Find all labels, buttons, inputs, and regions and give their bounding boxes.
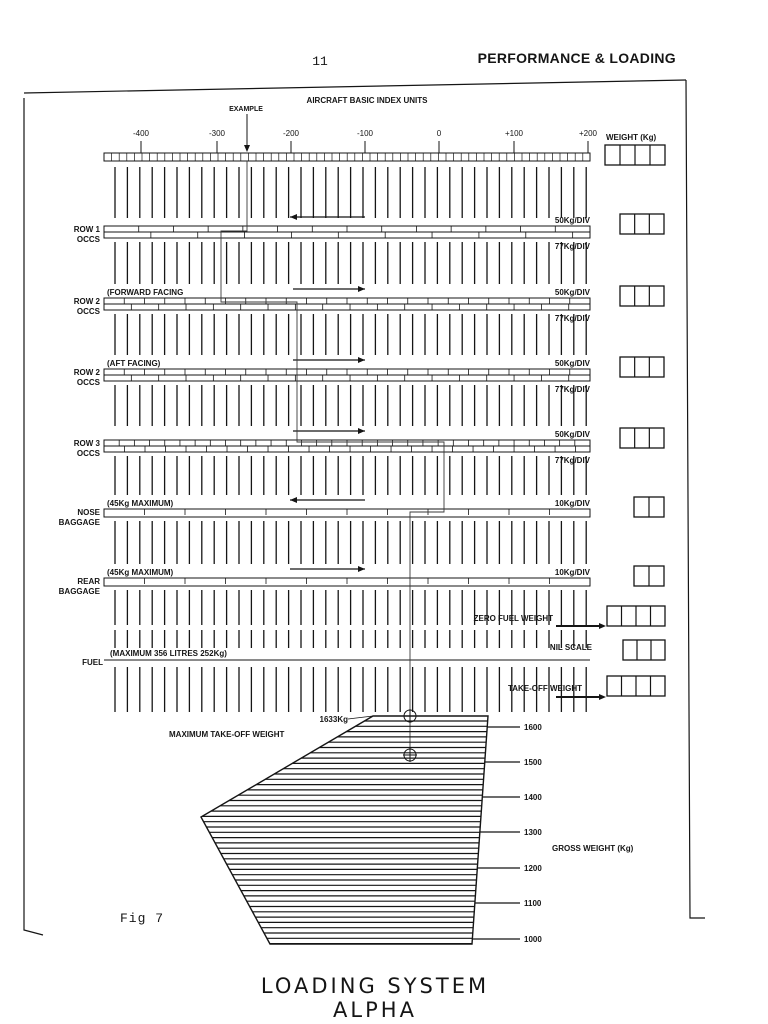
loading-row: 50Kg/DIV 77Kg/DIV (AFT FACING) bbox=[103, 357, 591, 394]
row-note: (AFT FACING) bbox=[107, 359, 161, 368]
row-note: (FORWARD FACING bbox=[107, 288, 183, 297]
direction-arrow-head bbox=[290, 214, 297, 220]
row-lower-scale-label: 77Kg/DIV bbox=[555, 385, 591, 394]
direction-arrow-head bbox=[358, 428, 365, 434]
frame-left-edge bbox=[23, 98, 44, 936]
row-label-line1: ROW 3 bbox=[74, 439, 101, 448]
diagram-frame bbox=[23, 79, 705, 936]
fuel-weight-box bbox=[622, 639, 666, 661]
row-note: (45Kg MAXIMUM) bbox=[107, 568, 174, 577]
gross-weight-tick-label: 1400 bbox=[524, 793, 542, 802]
index-tick-label: -200 bbox=[283, 129, 300, 138]
row-label-line2: OCCS bbox=[77, 307, 101, 316]
row-upper-scale-label: 50Kg/DIV bbox=[555, 288, 591, 297]
row-lower-scale-label: 77Kg/DIV bbox=[555, 456, 591, 465]
row-upper-scale-label: 50Kg/DIV bbox=[555, 216, 591, 225]
weight-box bbox=[619, 285, 665, 307]
zero-fuel-weight-label: ZERO FUEL WEIGHT bbox=[474, 614, 554, 623]
gross-weight-tick-label: 1600 bbox=[524, 723, 542, 732]
row-note: (45Kg MAXIMUM) bbox=[107, 499, 174, 508]
row-label-line2: BAGGAGE bbox=[59, 587, 101, 596]
direction-arrow-head bbox=[358, 357, 365, 363]
max-weight-leader bbox=[347, 715, 374, 720]
direction-arrow-head bbox=[358, 566, 365, 572]
weight-box bbox=[619, 356, 665, 378]
figure-label: Fig 7 bbox=[120, 911, 165, 926]
index-tick-label: 0 bbox=[437, 129, 442, 138]
zero-fuel-weight-arrow bbox=[599, 623, 606, 629]
gross-weight-tick-label: 1500 bbox=[524, 758, 542, 767]
row-upper-scale-label: 50Kg/DIV bbox=[555, 430, 591, 439]
example-trace bbox=[220, 161, 445, 762]
index-tick-label: -300 bbox=[209, 129, 226, 138]
row-label-line1: REAR bbox=[77, 577, 100, 586]
direction-arrow-head bbox=[290, 497, 297, 503]
row-label-line2: OCCS bbox=[77, 378, 101, 387]
gross-weight-tick-label: 1200 bbox=[524, 864, 542, 873]
index-tick-label: -100 bbox=[357, 129, 374, 138]
example-label: EXAMPLE bbox=[229, 106, 263, 113]
max-weight-label: MAXIMUM TAKE-OFF WEIGHT bbox=[169, 730, 285, 739]
loading-row: 50Kg/DIV 77Kg/DIV (FORWARD FACING bbox=[103, 286, 591, 323]
index-tick-label: +100 bbox=[505, 129, 524, 138]
index-tick-label: -400 bbox=[133, 129, 150, 138]
row-upper-scale-label: 10Kg/DIV bbox=[555, 568, 591, 577]
row-label-line2: BAGGAGE bbox=[59, 518, 101, 527]
take-off-weight-arrow bbox=[599, 694, 606, 700]
row-label-line1: ROW 1 bbox=[74, 225, 101, 234]
gross-weight-axis-label: GROSS WEIGHT (Kg) bbox=[552, 844, 634, 853]
row-label-line2: OCCS bbox=[77, 235, 101, 244]
index-tick-label: +200 bbox=[579, 129, 598, 138]
envelope-outline bbox=[200, 715, 489, 945]
frame-top-edge bbox=[23, 79, 687, 94]
frame-right-edge bbox=[685, 79, 705, 919]
gross-weight-tick-label: 1100 bbox=[524, 899, 542, 908]
index-units-scale: AIRCRAFT BASIC INDEX UNITS EXAMPLE -400 -30… bbox=[103, 96, 657, 162]
loading-row: 10Kg/DIV (45Kg MAXIMUM) bbox=[103, 566, 591, 587]
nil-scale-label: NIL SCALE bbox=[550, 643, 593, 652]
row-label-line1: ROW 2 bbox=[74, 368, 101, 377]
figure-caption: LOADING SYSTEM ALPHA bbox=[260, 974, 490, 1022]
row-label-line1: ROW 2 bbox=[74, 297, 101, 306]
weight-column-header: WEIGHT (Kg) bbox=[606, 133, 657, 142]
loading-row: 10Kg/DIV (45Kg MAXIMUM) bbox=[103, 497, 591, 518]
index-scale-title: AIRCRAFT BASIC INDEX UNITS bbox=[307, 96, 429, 105]
max-weight-value: 1633Kg bbox=[320, 715, 349, 724]
page-number: 11 bbox=[312, 54, 328, 69]
loading-row: 50Kg/DIV 77Kg/DIV bbox=[103, 428, 591, 465]
example-trace-line bbox=[220, 161, 445, 755]
weight-box bbox=[619, 213, 665, 235]
page-header: PERFORMANCE & LOADING bbox=[477, 50, 676, 66]
weight-box bbox=[619, 427, 665, 449]
fuel-label: FUEL bbox=[82, 658, 103, 667]
loading-bars: 50Kg/DIV 77Kg/DIV 50Kg/DIV 77Kg/DIV (FORWARD… bbox=[103, 167, 591, 712]
loading-row: 50Kg/DIV 77Kg/DIV bbox=[103, 214, 591, 251]
row-lower-scale-label: 77Kg/DIV bbox=[555, 314, 591, 323]
gross-weight-tick-label: 1000 bbox=[524, 935, 542, 944]
weight-entry-boxes bbox=[604, 144, 666, 697]
fuel-note: (MAXIMUM 356 LITRES 252Kg) bbox=[110, 649, 227, 658]
gross-weight-tick-label: 1300 bbox=[524, 828, 542, 837]
example-pointer-arrow bbox=[244, 145, 250, 152]
direction-arrow-head bbox=[358, 286, 365, 292]
take-off-weight-label: TAKE-OFF WEIGHT bbox=[508, 684, 582, 693]
row-upper-scale-label: 10Kg/DIV bbox=[555, 499, 591, 508]
row-label-line1: NOSE bbox=[77, 508, 100, 517]
row-lower-scale-label: 77Kg/DIV bbox=[555, 242, 591, 251]
row-label-line2: OCCS bbox=[77, 449, 101, 458]
row-upper-scale-label: 50Kg/DIV bbox=[555, 359, 591, 368]
